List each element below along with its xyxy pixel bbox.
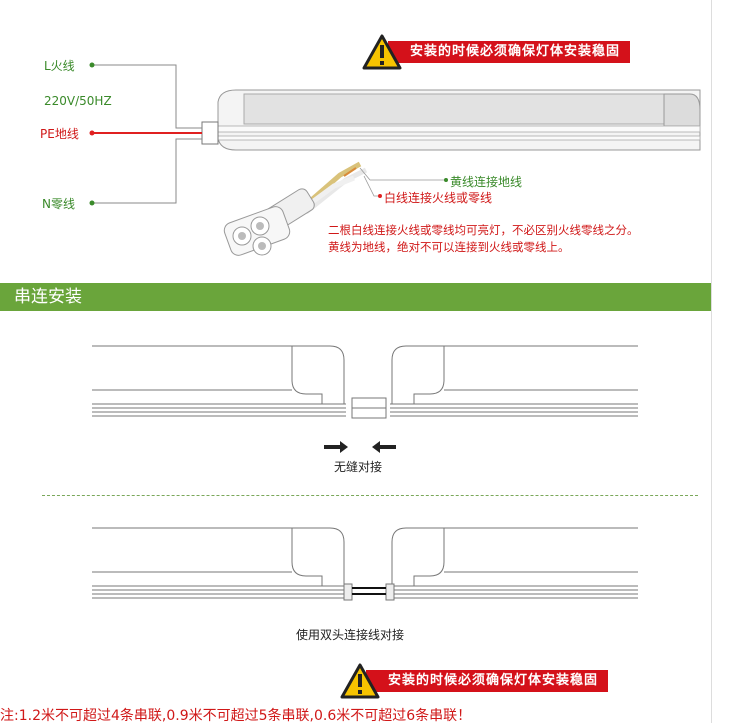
neutral-wire [94, 138, 202, 204]
voltage-label: 220V/50HZ [44, 94, 112, 108]
warning-icon-bottom [340, 663, 380, 699]
wiring-diagram [89, 62, 701, 256]
warning-banner-bottom: 安装的时候必须确保灯体安装稳固 [340, 663, 609, 699]
right-tube-2 [390, 527, 638, 599]
warning-icon [362, 34, 402, 70]
earth-label: PE地线 [40, 127, 79, 141]
dashed-divider [42, 495, 698, 496]
live-label: L火线 [44, 59, 75, 73]
left-tube-2 [92, 527, 346, 599]
neutral-label: N零线 [42, 197, 75, 211]
live-wire [94, 64, 202, 129]
cable-joint-diagram [92, 527, 638, 601]
caption-cable: 使用双头连接线对接 [296, 628, 405, 642]
section-header: 串连安装 [0, 283, 712, 311]
page-edge [711, 0, 734, 723]
joint-connector [351, 397, 387, 419]
right-tube [390, 345, 638, 417]
warning-text: 安装的时候必须确保灯体安装稳固 [388, 41, 631, 63]
section-title: 串连安装 [14, 287, 82, 307]
yellow-wire-label: 黄线连接地线 [450, 175, 523, 189]
connector-plug [223, 161, 368, 256]
caption-seamless: 无缝对接 [334, 460, 383, 474]
white-wire-label: 白线连接火线或零线 [384, 191, 493, 205]
info-line-2: 黄线为地线，绝对不可以连接到火线或零线上。 [328, 240, 570, 254]
info-line-1: 二根白线连接火线或零线均可亮灯，不必区别火线零线之分。 [328, 223, 639, 237]
double-head-cable [343, 583, 395, 601]
warning-text-bottom: 安装的时候必须确保灯体安装稳固 [366, 670, 609, 692]
push-arrows [324, 441, 396, 453]
tube-light [201, 89, 701, 151]
warning-banner-top: 安装的时候必须确保灯体安装稳固 [362, 34, 631, 70]
left-tube [92, 345, 346, 417]
seamless-joint-diagram [92, 345, 638, 453]
series-limit-note: 注:1.2米不可超过4条串联,0.9米不可超过5条串联,0.6米不可超过6条串联… [0, 708, 472, 724]
